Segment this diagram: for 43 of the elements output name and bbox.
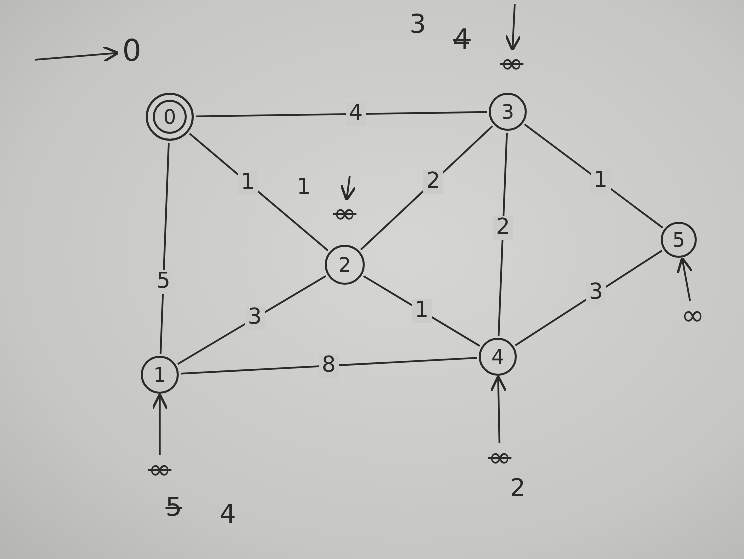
crossed-distance: 4 xyxy=(453,26,471,54)
edge-line xyxy=(363,276,480,347)
crossed-distance: ∞ xyxy=(493,52,531,76)
distance-value: 1 xyxy=(297,177,311,199)
vertex-circle: 3 xyxy=(489,93,527,131)
arrow xyxy=(505,4,522,52)
arrow xyxy=(152,393,168,455)
crossed-distance: ∞ xyxy=(326,202,364,226)
vertex-circle: 1 xyxy=(141,356,179,394)
vertex-circle: 0 xyxy=(146,93,194,141)
edge-line xyxy=(180,357,478,375)
edge-weight: 2 xyxy=(493,216,514,240)
edge-line xyxy=(196,111,488,118)
arrow xyxy=(676,257,694,302)
crossed-distance: 5 xyxy=(166,495,182,521)
edge-line xyxy=(515,250,663,346)
vertex-circle: 5 xyxy=(661,222,697,258)
distance-value: 4 xyxy=(220,502,236,528)
distance-value: 3 xyxy=(410,12,426,38)
edge-weight: 1 xyxy=(238,170,258,195)
crossed-distance: ∞ xyxy=(481,446,519,470)
crossed-distance: ∞ xyxy=(141,458,179,482)
edge-weight: 8 xyxy=(319,354,339,378)
edge-weight: 3 xyxy=(586,281,606,306)
vertex-circle: 4 xyxy=(479,338,517,376)
distance-value: ∞ xyxy=(673,304,713,328)
arrow xyxy=(34,46,120,63)
edge-line xyxy=(160,142,170,354)
edge-weight: 3 xyxy=(245,306,266,330)
distance-value: 2 xyxy=(510,476,526,500)
arrow xyxy=(340,176,357,202)
edge-weight: 1 xyxy=(412,299,432,324)
distance-value: 0 xyxy=(120,37,144,67)
edge-weight: 4 xyxy=(346,102,366,126)
edge-line xyxy=(498,132,508,336)
edge-line xyxy=(360,126,494,251)
edge-weight: 2 xyxy=(423,170,444,194)
edge-line xyxy=(524,124,664,229)
edge-line xyxy=(178,275,327,366)
edge-weight: 1 xyxy=(590,169,611,194)
edge-line xyxy=(189,133,329,252)
vertex-circle: 2 xyxy=(325,245,365,285)
arrow xyxy=(490,375,508,444)
